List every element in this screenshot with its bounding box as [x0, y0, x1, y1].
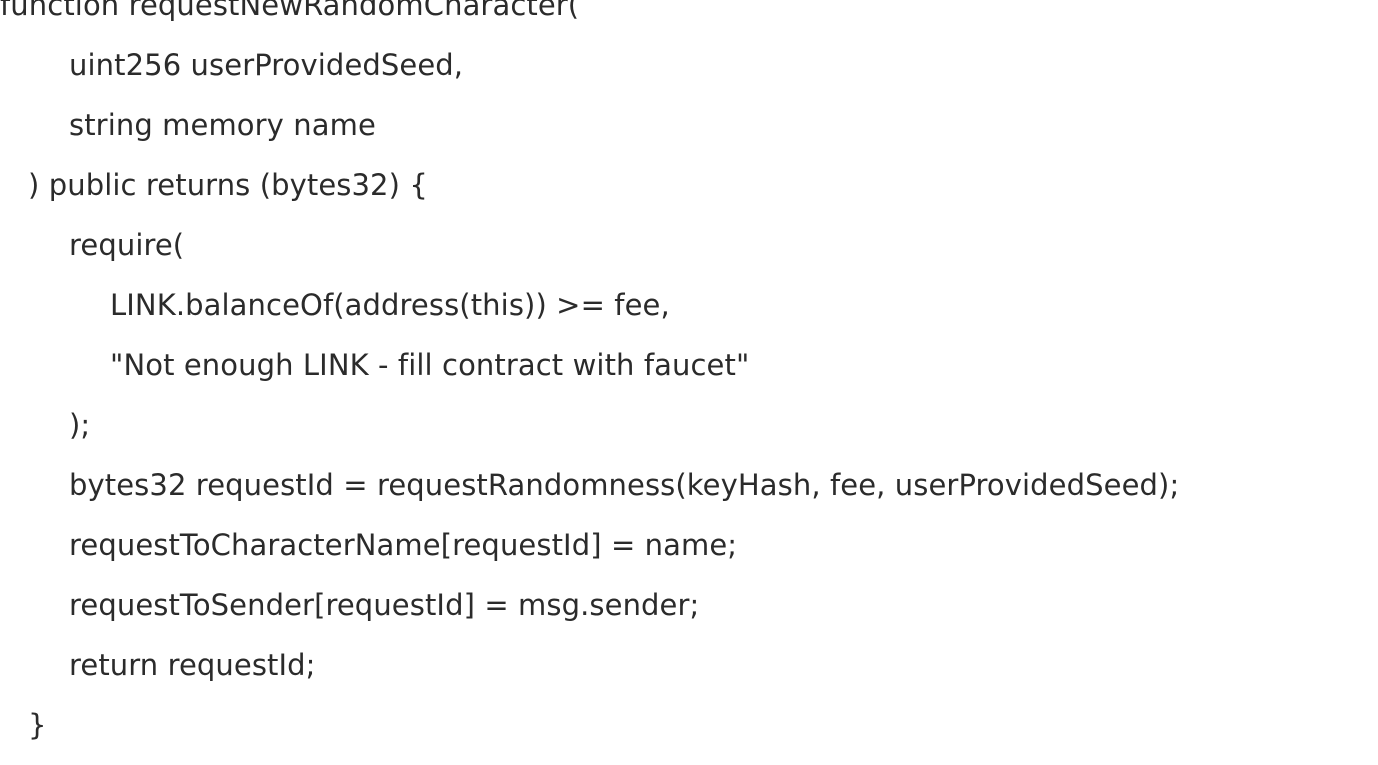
code-line-param-name: string memory name	[69, 108, 376, 142]
code-line-sender-map: requestToSender[requestId] = msg.sender;	[69, 588, 700, 622]
code-line-param-seed: uint256 userProvidedSeed,	[69, 48, 464, 82]
code-line-require-close: );	[69, 408, 91, 442]
code-line-return: return requestId;	[69, 648, 316, 682]
code-line-function-signature: function requestNewRandomCharacter(	[0, 0, 580, 22]
code-line-closing-brace: }	[28, 708, 47, 742]
code-line-require-open: require(	[69, 228, 185, 262]
code-line-character-name-map: requestToCharacterName[requestId] = name…	[69, 528, 738, 562]
code-line-require-condition: LINK.balanceOf(address(this)) >= fee,	[110, 288, 670, 322]
code-line-require-message: "Not enough LINK - fill contract with fa…	[110, 348, 750, 382]
code-line-returns: ) public returns (bytes32) {	[28, 168, 428, 202]
code-line-request-id: bytes32 requestId = requestRandomness(ke…	[69, 468, 1180, 502]
